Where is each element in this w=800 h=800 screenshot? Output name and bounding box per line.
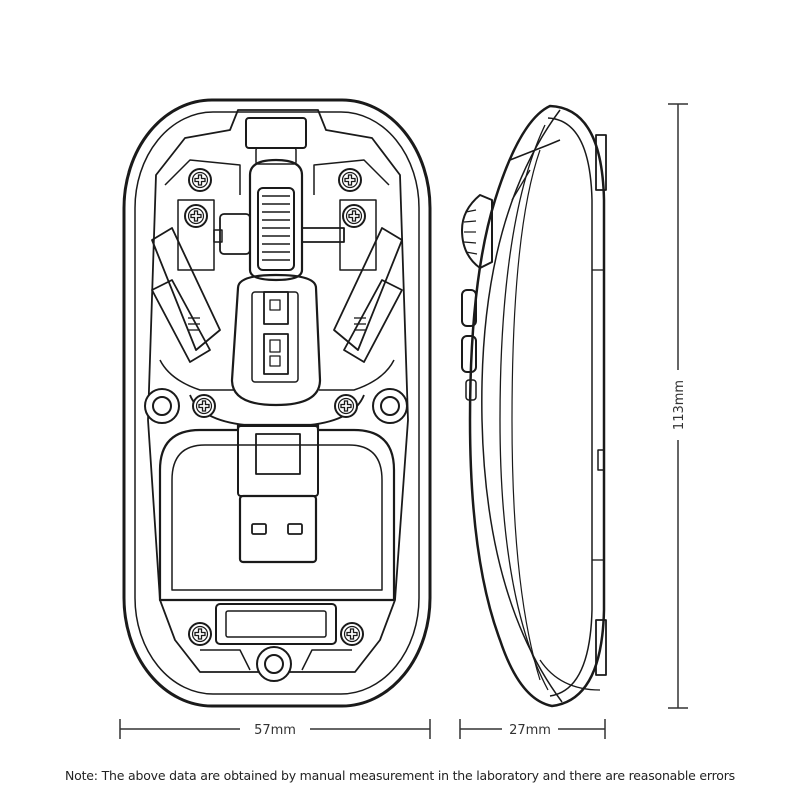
side-scroll-wheel xyxy=(461,194,493,269)
bottom-window xyxy=(215,603,337,645)
width-dimension-label: 57mm xyxy=(254,723,296,738)
side-outer-body xyxy=(468,104,606,708)
mouse-side-view xyxy=(461,104,607,708)
measurement-note: Note: The above data are obtained by man… xyxy=(65,768,735,783)
usb-plug xyxy=(238,494,318,564)
power-switch xyxy=(263,291,289,325)
usb-dongle-cap xyxy=(237,425,319,497)
receiver-bay xyxy=(158,423,396,602)
side-button-forward xyxy=(461,289,477,327)
center-column xyxy=(230,273,322,407)
outer-shell xyxy=(122,98,432,708)
screw-head-icon xyxy=(184,168,366,646)
top-tab xyxy=(245,117,307,149)
dpi-button xyxy=(263,333,289,375)
scroll-carrier xyxy=(248,158,304,282)
dimension-lines xyxy=(119,103,688,739)
depth-dimension-label: 27mm xyxy=(509,723,551,738)
side-button-back xyxy=(461,335,477,373)
scroll-wheel xyxy=(257,187,295,271)
inner-frame xyxy=(147,109,409,673)
length-dimension-label: 113mm xyxy=(672,380,687,430)
inner-shell xyxy=(134,111,420,695)
